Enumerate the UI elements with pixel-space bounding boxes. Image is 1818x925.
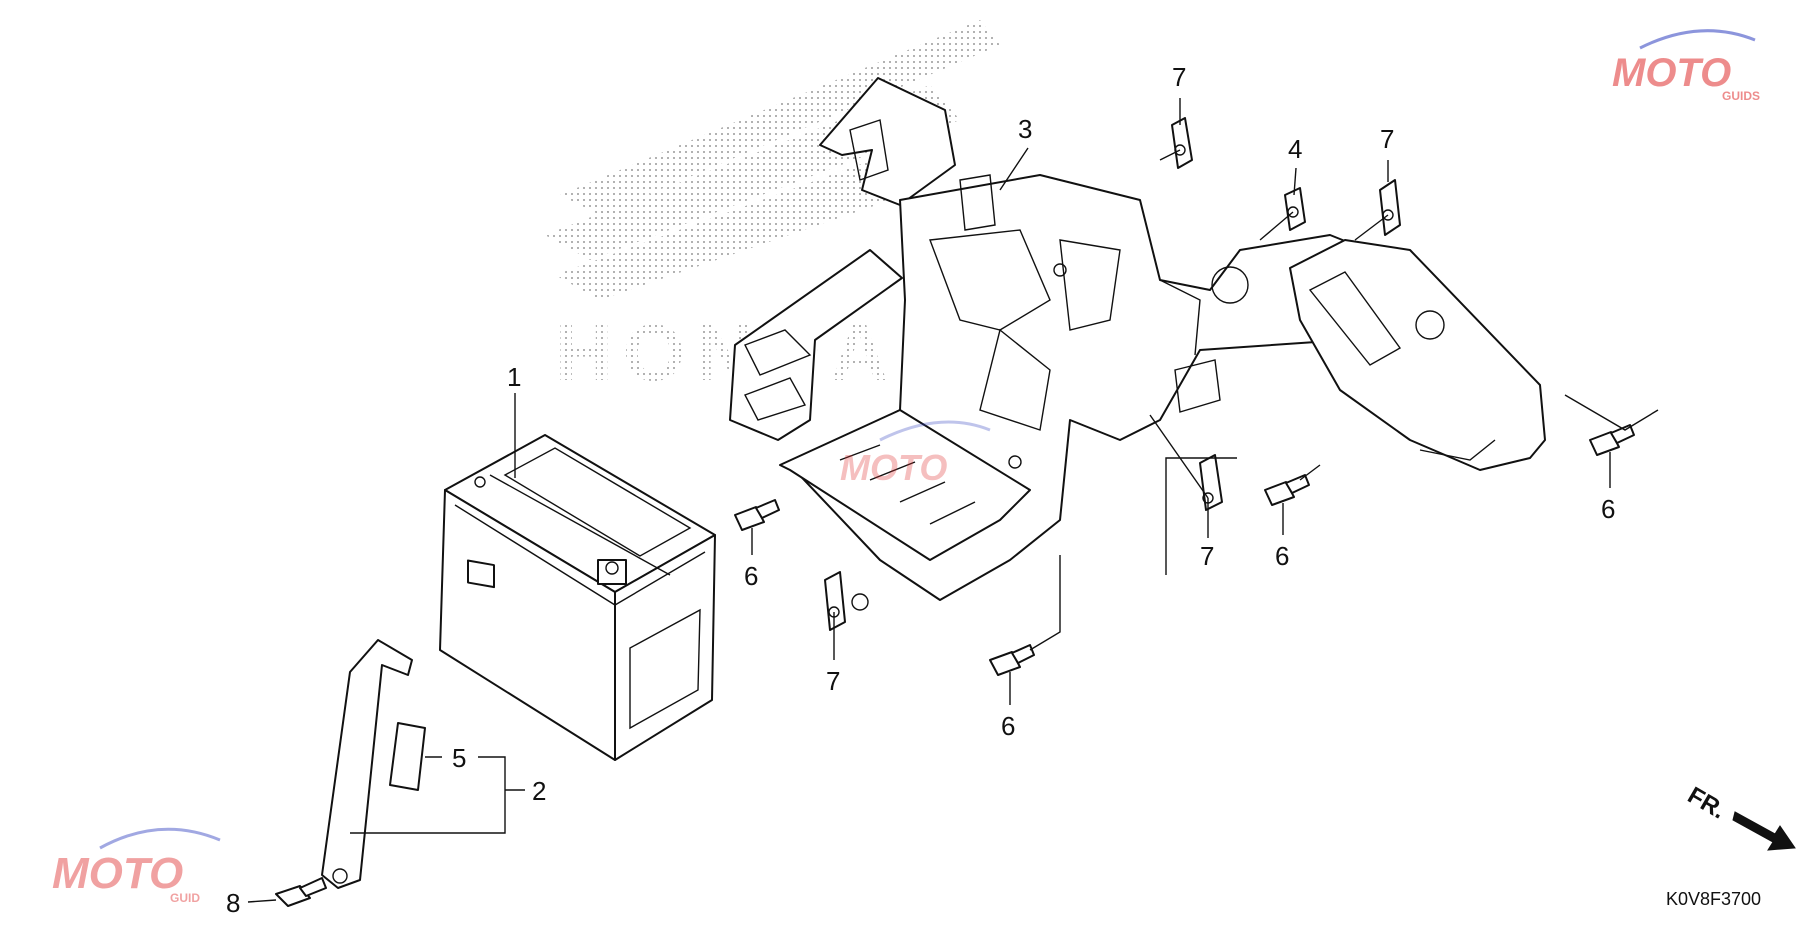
- callout-6c: 6: [1275, 541, 1289, 571]
- watermark-sub: GUIDS: [1722, 89, 1760, 103]
- front-direction-indicator: FR.: [1683, 782, 1796, 851]
- clip-nut-7b: [1379, 179, 1401, 236]
- moto-watermark-center: MOTO: [840, 420, 991, 488]
- battery-band-part-2: [321, 639, 413, 889]
- front-arrow-icon: [1732, 811, 1796, 851]
- callout-6b: 6: [1001, 711, 1015, 741]
- moto-guids-watermark-bottom: MOTO GUID: [52, 827, 221, 905]
- callout-4: 4: [1288, 134, 1302, 164]
- watermark-sub-bottom: GUID: [170, 891, 200, 905]
- watermark-brand-bottom: MOTO: [52, 849, 183, 898]
- bolt-6a: [734, 499, 780, 531]
- swoosh-icon: [1639, 29, 1756, 50]
- clip-nut-7c: [1199, 454, 1223, 511]
- callout-6a: 6: [744, 561, 758, 591]
- clip-nut-part-4: [1284, 187, 1306, 231]
- rubber-pad-part-5: [389, 722, 426, 791]
- watermark-brand: MOTO: [1612, 51, 1731, 95]
- callout-7b: 7: [1380, 124, 1394, 154]
- callout-6d: 6: [1601, 494, 1615, 524]
- bolt-part-8: [275, 877, 327, 907]
- callout-7d: 7: [826, 666, 840, 696]
- callout-2: 2: [532, 776, 546, 806]
- swoosh-icon: [99, 827, 221, 850]
- battery-part-1: [439, 434, 716, 761]
- diagram-code: K0V8F3700: [1666, 889, 1761, 909]
- rear-bracket-part-3: [1289, 239, 1546, 471]
- bolt-6c: [1264, 474, 1310, 506]
- bolt-6b: [989, 644, 1035, 676]
- battery-box-part-3: [729, 77, 1381, 611]
- callout-5: 5: [452, 743, 466, 773]
- front-label: FR.: [1683, 782, 1730, 825]
- honda-background-lettering: HONDA: [555, 308, 898, 397]
- callout-3: 3: [1018, 114, 1032, 144]
- clip-nut-7a: [1171, 117, 1193, 169]
- clip-nut-7d: [824, 571, 846, 631]
- leader-lines: [247, 98, 1659, 903]
- watermark-brand-center: MOTO: [840, 447, 947, 488]
- moto-guids-watermark-top: MOTO GUIDS: [1612, 29, 1760, 103]
- callout-labels: 1 2 3 4 5 6 6 6 6 7 7 7 7 8: [226, 62, 1615, 918]
- bolt-6d: [1589, 424, 1635, 456]
- callout-7c: 7: [1200, 541, 1214, 571]
- callout-7a: 7: [1172, 62, 1186, 92]
- callout-8: 8: [226, 888, 240, 918]
- callout-1: 1: [507, 362, 521, 392]
